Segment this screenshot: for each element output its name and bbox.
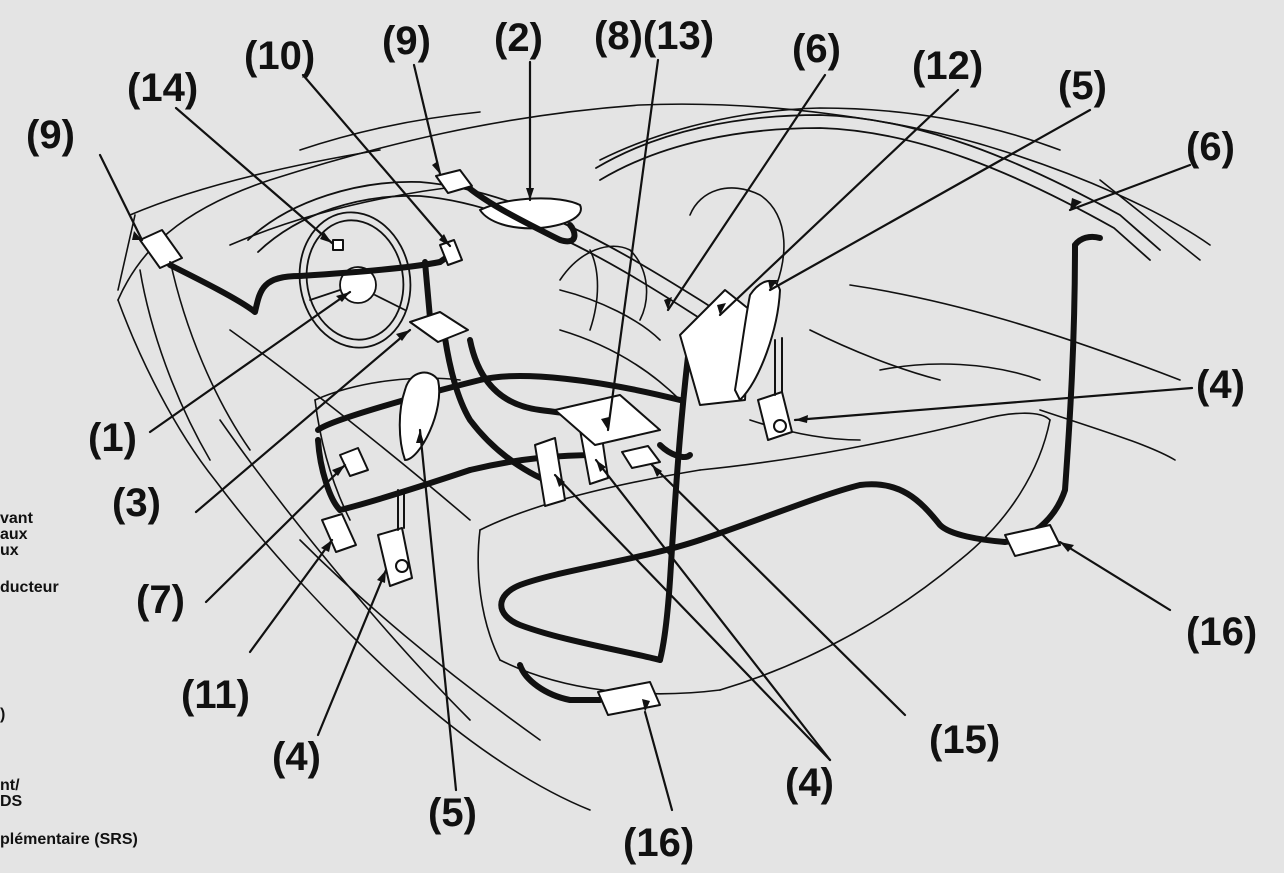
callout-5-top: (5) [1058,64,1107,108]
connector-16-bottom [597,681,661,716]
callout-2: (2) [494,16,543,60]
callout-15: (15) [929,718,1001,762]
callout-1: (1) [88,416,137,460]
tensioner-4-center-a [534,437,566,507]
connector-9-left [139,229,183,269]
connector-10 [439,239,463,266]
legend-fragment-1: vant [0,510,33,527]
callout-11: (11) [181,673,250,717]
callout-4-right: (4) [1196,363,1245,407]
callout-4-left: (4) [272,735,321,779]
legend-fragment-3: ux [0,542,19,559]
tensioner-4-right [757,391,793,441]
car-body-outline [117,103,1211,811]
callout-10: (10) [244,34,316,78]
connector-7 [339,447,369,477]
callout-6-right: (6) [1186,125,1235,169]
callout-14: (14) [127,66,199,110]
leader-lines [98,58,1194,812]
callout-3: (3) [112,481,161,525]
side-airbag-5-right [734,280,781,401]
legend-fragment-8: plémentaire (SRS) [0,831,138,848]
components [139,169,1061,716]
connector-9-top [435,169,473,194]
callout-4-center: (4) [785,761,834,805]
callout-16-right: (16) [1186,610,1258,654]
callout-9-left: (9) [26,113,75,157]
side-airbag-5-left [398,371,441,461]
callout-6-top: (6) [792,27,841,71]
srs-unit-3 [409,311,469,343]
callout-5-bottom: (5) [428,791,477,835]
connector-16-right [1004,524,1061,557]
legend-fragment-5: ) [0,706,6,723]
connector-15 [621,445,661,469]
callout-16-bottom: (16) [623,821,695,865]
legend-fragment-2: aux [0,526,28,543]
passenger-airbag [479,197,582,230]
legend-fragment-4: ducteur [0,579,59,596]
arrow-heads [132,161,1082,712]
callout-9-top: (9) [382,19,431,63]
legend-fragment-6: nt/ [0,777,20,794]
callout-12: (12) [912,44,984,88]
indicator-14 [332,239,344,251]
callout-8-13: (8)(13) [594,14,715,58]
legend-fragment-7: DS [0,793,23,810]
callout-7: (7) [136,578,185,622]
